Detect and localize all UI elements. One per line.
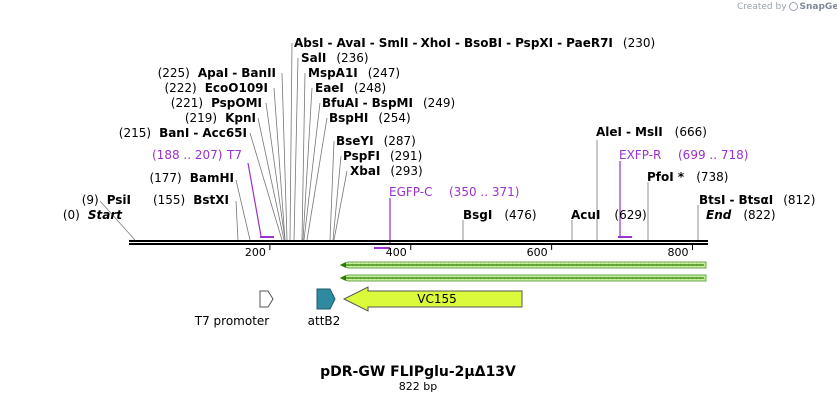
primer-t7-range: (188 .. 207) [152,148,222,162]
ruler-tick-label-400: 400 [386,246,407,259]
site-label-xbai: XbaI(293) [350,164,423,178]
connector-absi [289,42,293,241]
primer-t7-connector [247,162,262,237]
site-label-psii: (9)PsiI [82,193,131,207]
attb2-label: attB2 [308,314,341,328]
vc155-label: VC155 [417,292,457,306]
site-label-bani: (215)BanI-Acc65I [119,126,247,140]
features: VC155 T7 promoter attB2 [194,286,523,328]
site-label-apai: (225)ApaI-BanII [158,66,276,80]
site-label-bsphi: BspHI(254) [329,111,411,125]
connector-xbai [333,170,348,241]
primer-exfpr-range: (699 .. 718) [678,148,748,162]
position-230: (230) [623,36,655,50]
site-label-absi: AbsI-AvaI-SmlI-XhoI-BsoBI-PspXI-PaeR7I(2… [294,36,655,50]
ruler-tick-label-800: 800 [668,246,689,259]
connector-bsphi [306,117,328,241]
primer-t7-label: T7 [226,148,242,162]
enzyme-smli: SmlI [379,36,409,50]
site-label-bseyi: BseYI(287) [336,134,416,148]
connector-pspomi [265,102,286,241]
primer-egfpc-range: (350 .. 371) [449,185,519,199]
map-length: 822 bp [399,380,437,393]
primer-labels: (188 .. 207) T7 EGFP-C (350 .. 371) EXFP… [152,148,748,199]
sequence-backbone: 200 400 600 800 [129,240,708,259]
enzyme-labels-left: (225)ApaI-BanII (222)EcoO109I (221)PspOM… [63,66,276,222]
site-label-bfuai: BfuAI-BspMI(249) [322,96,455,110]
connector-bseyi [329,140,335,241]
enzyme-absi: AbsI [294,36,323,50]
site-label-kpni: (219)KpnI [185,111,256,125]
site-label-sali: SalI(236) [301,51,369,65]
snapgene-logo-icon [788,2,798,11]
connector-bamhi [235,179,251,241]
ruler-ticks: 200 400 600 800 [245,245,694,259]
site-label-ecoo109i: (222)EcoO109I [164,81,268,95]
orf-arrow-1-head [340,262,346,268]
connector-bani [249,132,283,241]
site-connectors [99,42,699,241]
connector-sali [293,57,299,241]
vc155-arrow [342,286,523,312]
enzyme-xhoi: XhoI [420,36,451,50]
connector-bstxi [235,200,239,241]
watermark-brand: SnapGene [799,2,837,12]
ruler-tick-label-600: 600 [527,246,548,259]
site-label-acui: AcuI(629) [571,208,647,222]
t7-promoter-label: T7 promoter [194,314,270,328]
site-label-end: End(822) [706,208,776,222]
attb2-arrow [316,288,336,310]
connector-apai [281,72,288,241]
watermark-prefix: Created by [737,2,787,12]
site-label-bsgi: BsgI(476) [463,208,537,222]
orf-arrow-2-head [340,275,346,281]
ruler-tick-label-200: 200 [245,246,266,259]
backbone-top-strand [129,240,708,242]
primer-markers [247,161,632,249]
enzyme-labels: AbsI-AvaI-SmlI-XhoI-BsoBI-PspXI-PaeR7I(2… [294,36,655,178]
site-label-start: (0)Start [63,208,123,222]
enzyme-labels-right: BsgI(476) AcuI(629) AleI-MslI(666) PfoI … [463,125,816,222]
site-label-alei: AleI-MslI(666) [596,125,707,139]
site-label-bstxi: (155)BstXI [153,193,229,207]
site-label-pspfi: PspFI(291) [343,149,422,163]
snapgene-watermark: Created by SnapGene [737,2,837,12]
site-label-pfoi: PfoI *(738) [647,170,728,184]
site-label-btsi: BtsI-BtsαI(812) [699,193,816,207]
primer-egfpc-label: EGFP-C [389,185,432,199]
t7-promoter-arrow [259,290,274,308]
site-label-mspa1i: MspA1I(247) [308,66,400,80]
site-label-eaei: EaeI(248) [315,81,386,95]
site-label-pspomi: (221)PspOMI [171,96,262,110]
connector-psii [99,200,136,241]
connector-ecoo109i [273,87,286,241]
connector-bfuai [303,102,321,241]
connector-eaei [302,87,313,241]
primer-exfpr-label: EXFP-R [619,148,661,162]
enzyme-pspxi: PspXI [515,36,553,50]
connector-kpni [257,117,285,241]
site-label-bamhi: (177)BamHI [149,171,234,185]
connector-pspfi [332,155,342,241]
enzyme-paer7i: PaeR7I [566,36,613,50]
enzyme-avai: AvaI [336,36,365,50]
map-title: pDR-GW FLIPglu-2μΔ13V [320,364,516,380]
orf-arrows [339,261,707,282]
connector-mspa1i [301,72,306,241]
enzyme-bsobi: BsoBI [464,36,502,50]
backbone-bottom-strand [129,243,708,245]
